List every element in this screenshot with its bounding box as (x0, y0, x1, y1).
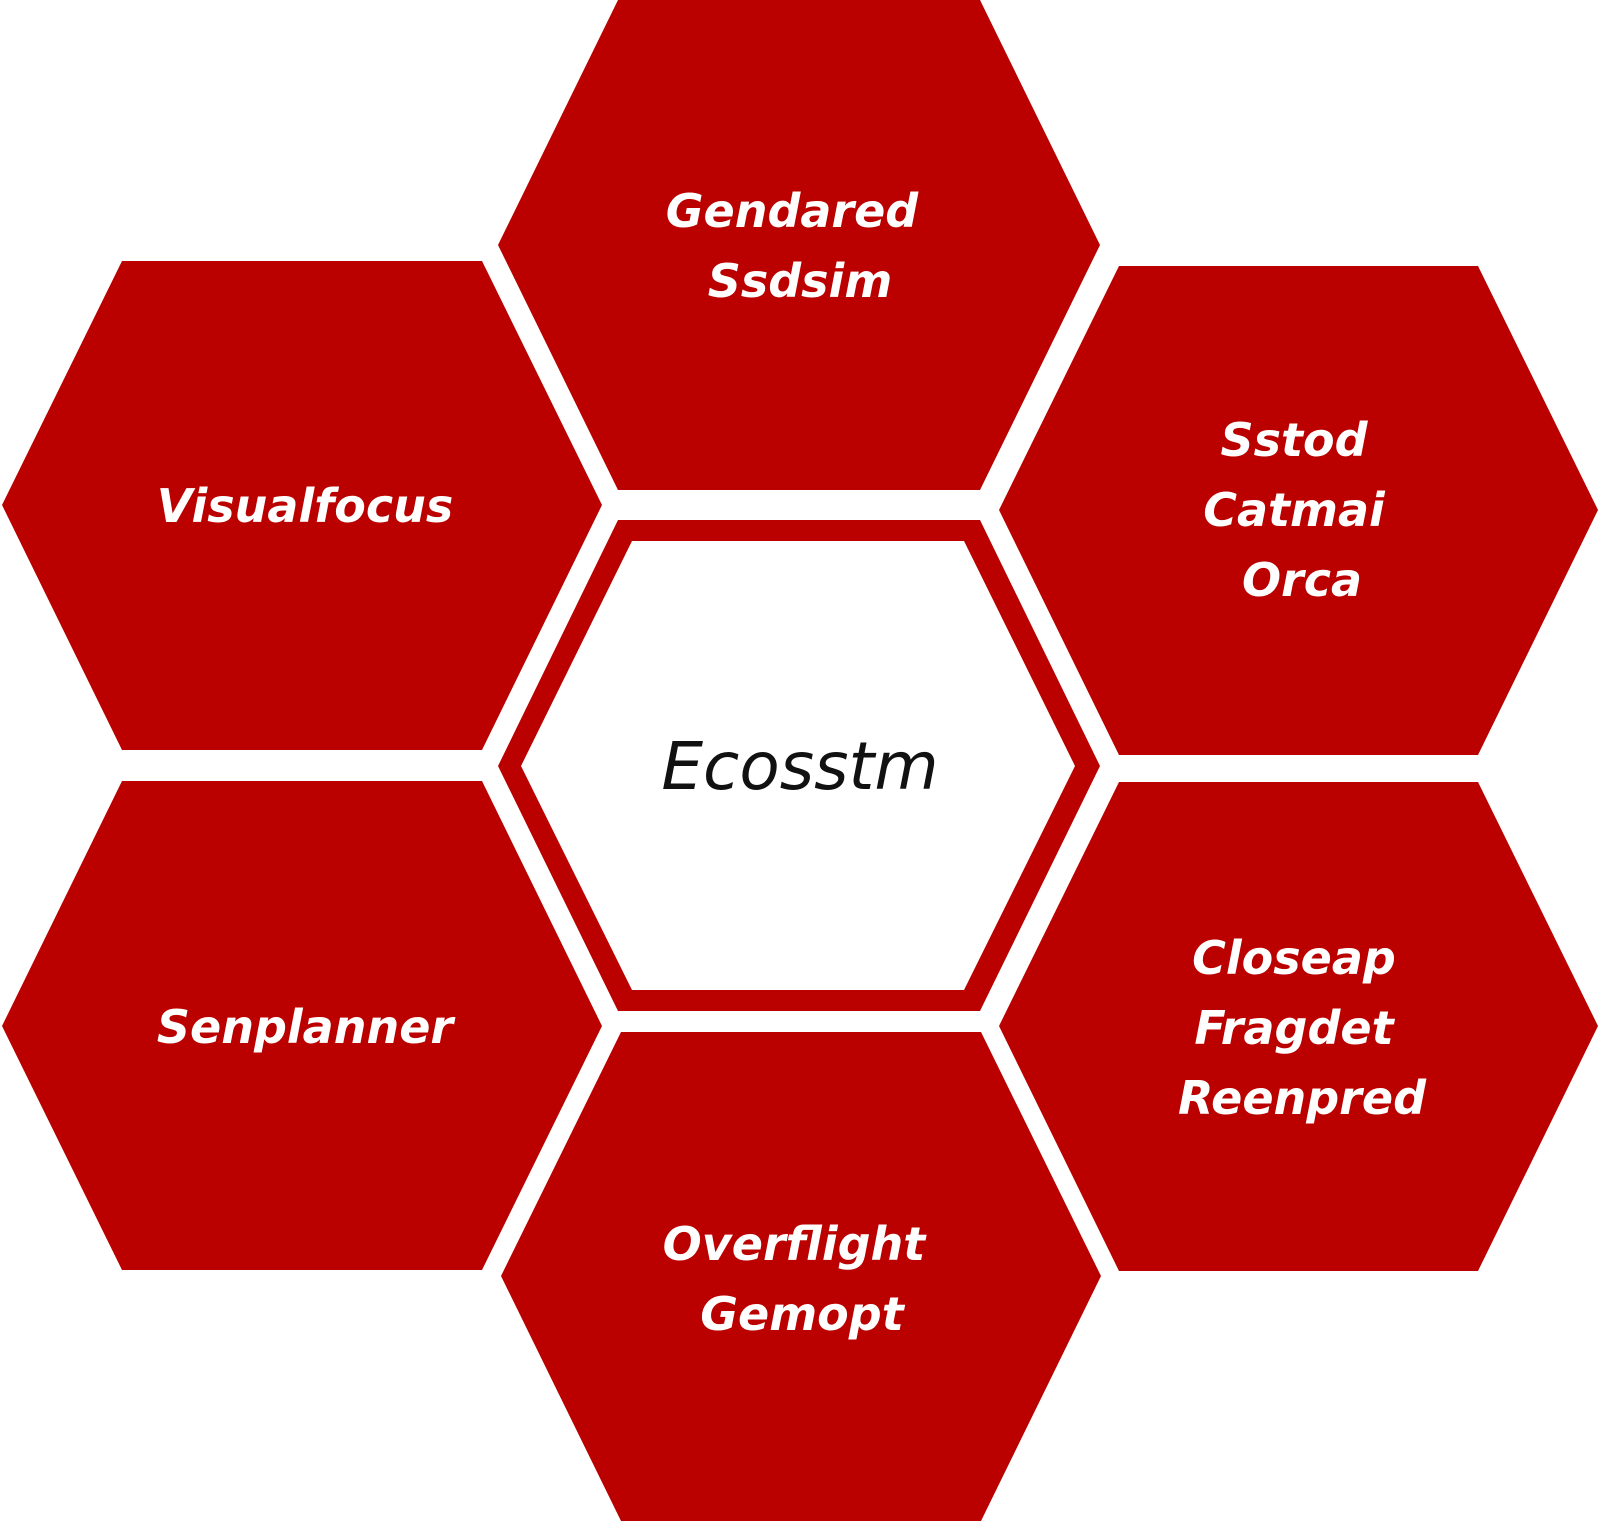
hexagon-top-left-shape (2, 261, 602, 750)
center-label: Ecosstm (661, 728, 938, 805)
hexagon-bottom: Overflight Gemopt (501, 1032, 1101, 1521)
hexagon-top-right-label: Sstod Catmai Orca (1203, 413, 1401, 607)
hexagon-bottom-right-line-2: Fragdet (1194, 1001, 1395, 1055)
hexagon-top-left-label: Visualfocus (157, 479, 454, 533)
hexagon-top-right-line-3: Orca (1242, 553, 1362, 607)
hexagon-bottom-right-label: Closeap Fragdet Reenpred (1178, 931, 1427, 1125)
hexagon-bottom-line-1: Overflight (663, 1217, 928, 1271)
hexagon-top-shape (498, 0, 1100, 490)
hexagon-center-inner (521, 541, 1075, 990)
hexagon-center: Ecosstm (498, 520, 1100, 1011)
hexagon-bottom-line-2: Gemopt (700, 1287, 905, 1341)
hexagon-top-line-1: Gendared (666, 184, 920, 238)
hexagon-bottom-left-label: Senplanner (157, 1000, 457, 1054)
hexagon-bottom-label: Overflight Gemopt (663, 1217, 942, 1341)
hexagon-top-right-line-1: Sstod (1220, 413, 1368, 467)
hexagon-bottom-right-shape (999, 782, 1598, 1271)
hexagon-bottom-left-shape (2, 781, 602, 1270)
hexagon-bottom-left-line-1: Senplanner (157, 1000, 457, 1054)
hexagon-top-right: Sstod Catmai Orca (999, 266, 1598, 755)
hexagon-top-line-2: Ssdsim (708, 254, 893, 308)
hexagon-bottom-right-line-3: Reenpred (1178, 1071, 1427, 1125)
hexagon-top-label: Gendared Ssdsim (666, 184, 935, 308)
hexagon-top-left-line-1: Visualfocus (157, 479, 454, 533)
hexagon-bottom-right-line-1: Closeap (1192, 931, 1396, 985)
hexagon-top-right-line-2: Catmai (1203, 483, 1386, 537)
hexagon-top-left: Visualfocus (2, 261, 602, 750)
hexagon-bottom-left: Senplanner (2, 781, 602, 1270)
hexagon-bottom-shape (501, 1032, 1101, 1521)
hexagon-top-right-shape (999, 266, 1598, 755)
hexagon-top: Gendared Ssdsim (498, 0, 1100, 490)
hexagon-bottom-right: Closeap Fragdet Reenpred (999, 782, 1598, 1271)
